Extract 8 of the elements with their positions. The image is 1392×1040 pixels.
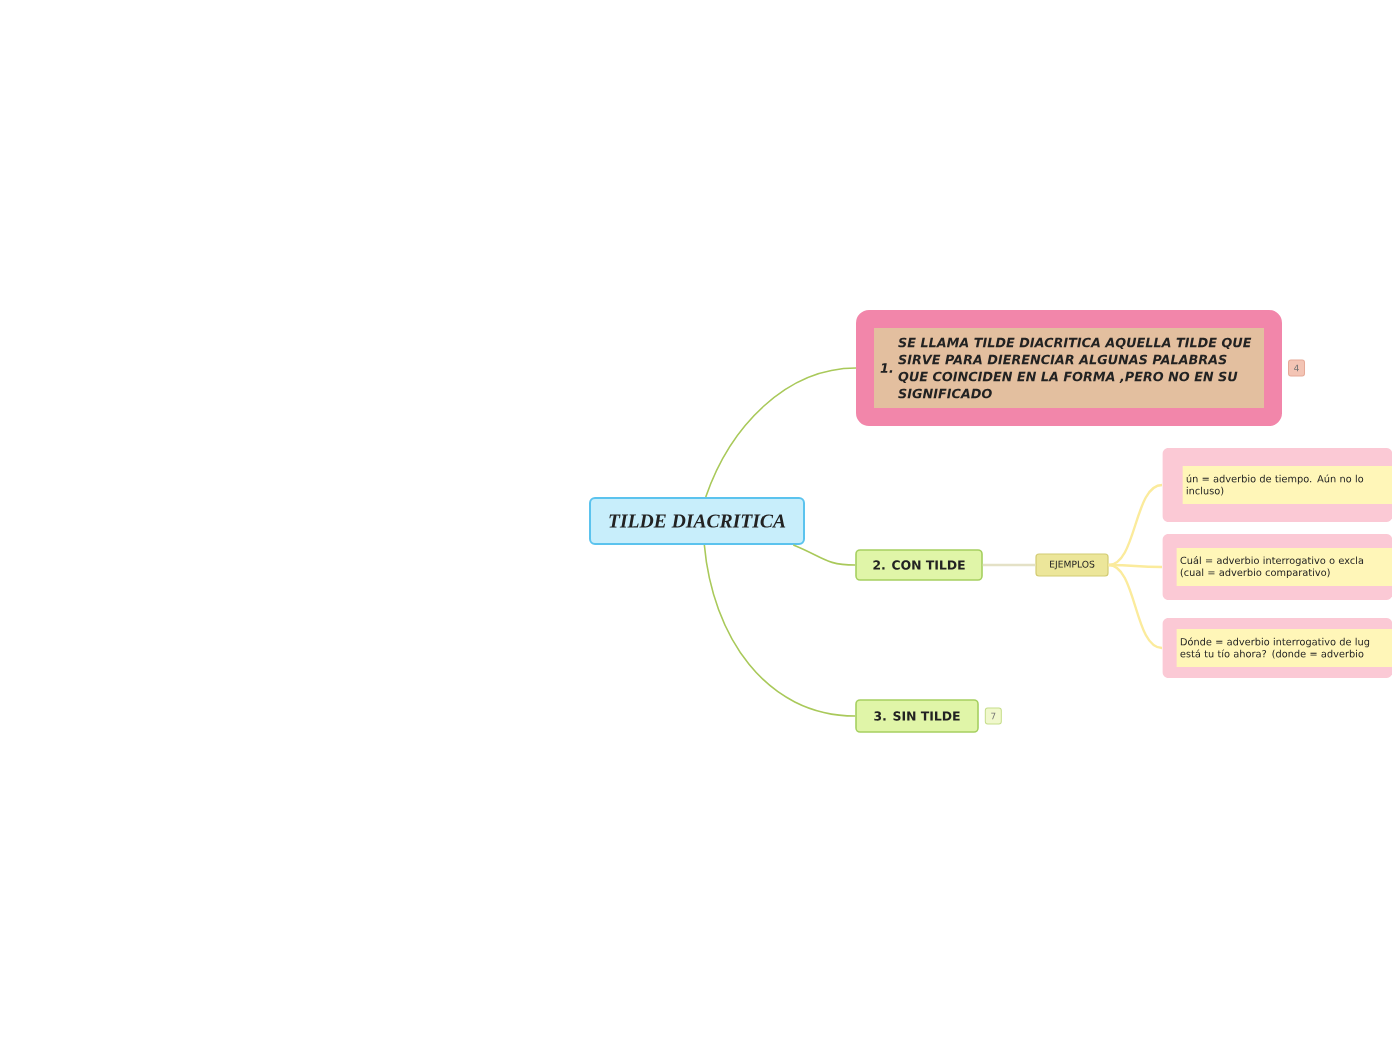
connector-line [704, 367, 857, 498]
connector-line [703, 544, 856, 717]
connector-line [1108, 483, 1163, 567]
connector-line [792, 544, 856, 566]
central-topic: TILDE DIACRITICA [589, 497, 805, 545]
connector-line [1108, 563, 1163, 650]
connector-line [1108, 563, 1162, 569]
connector-line [982, 563, 1036, 567]
